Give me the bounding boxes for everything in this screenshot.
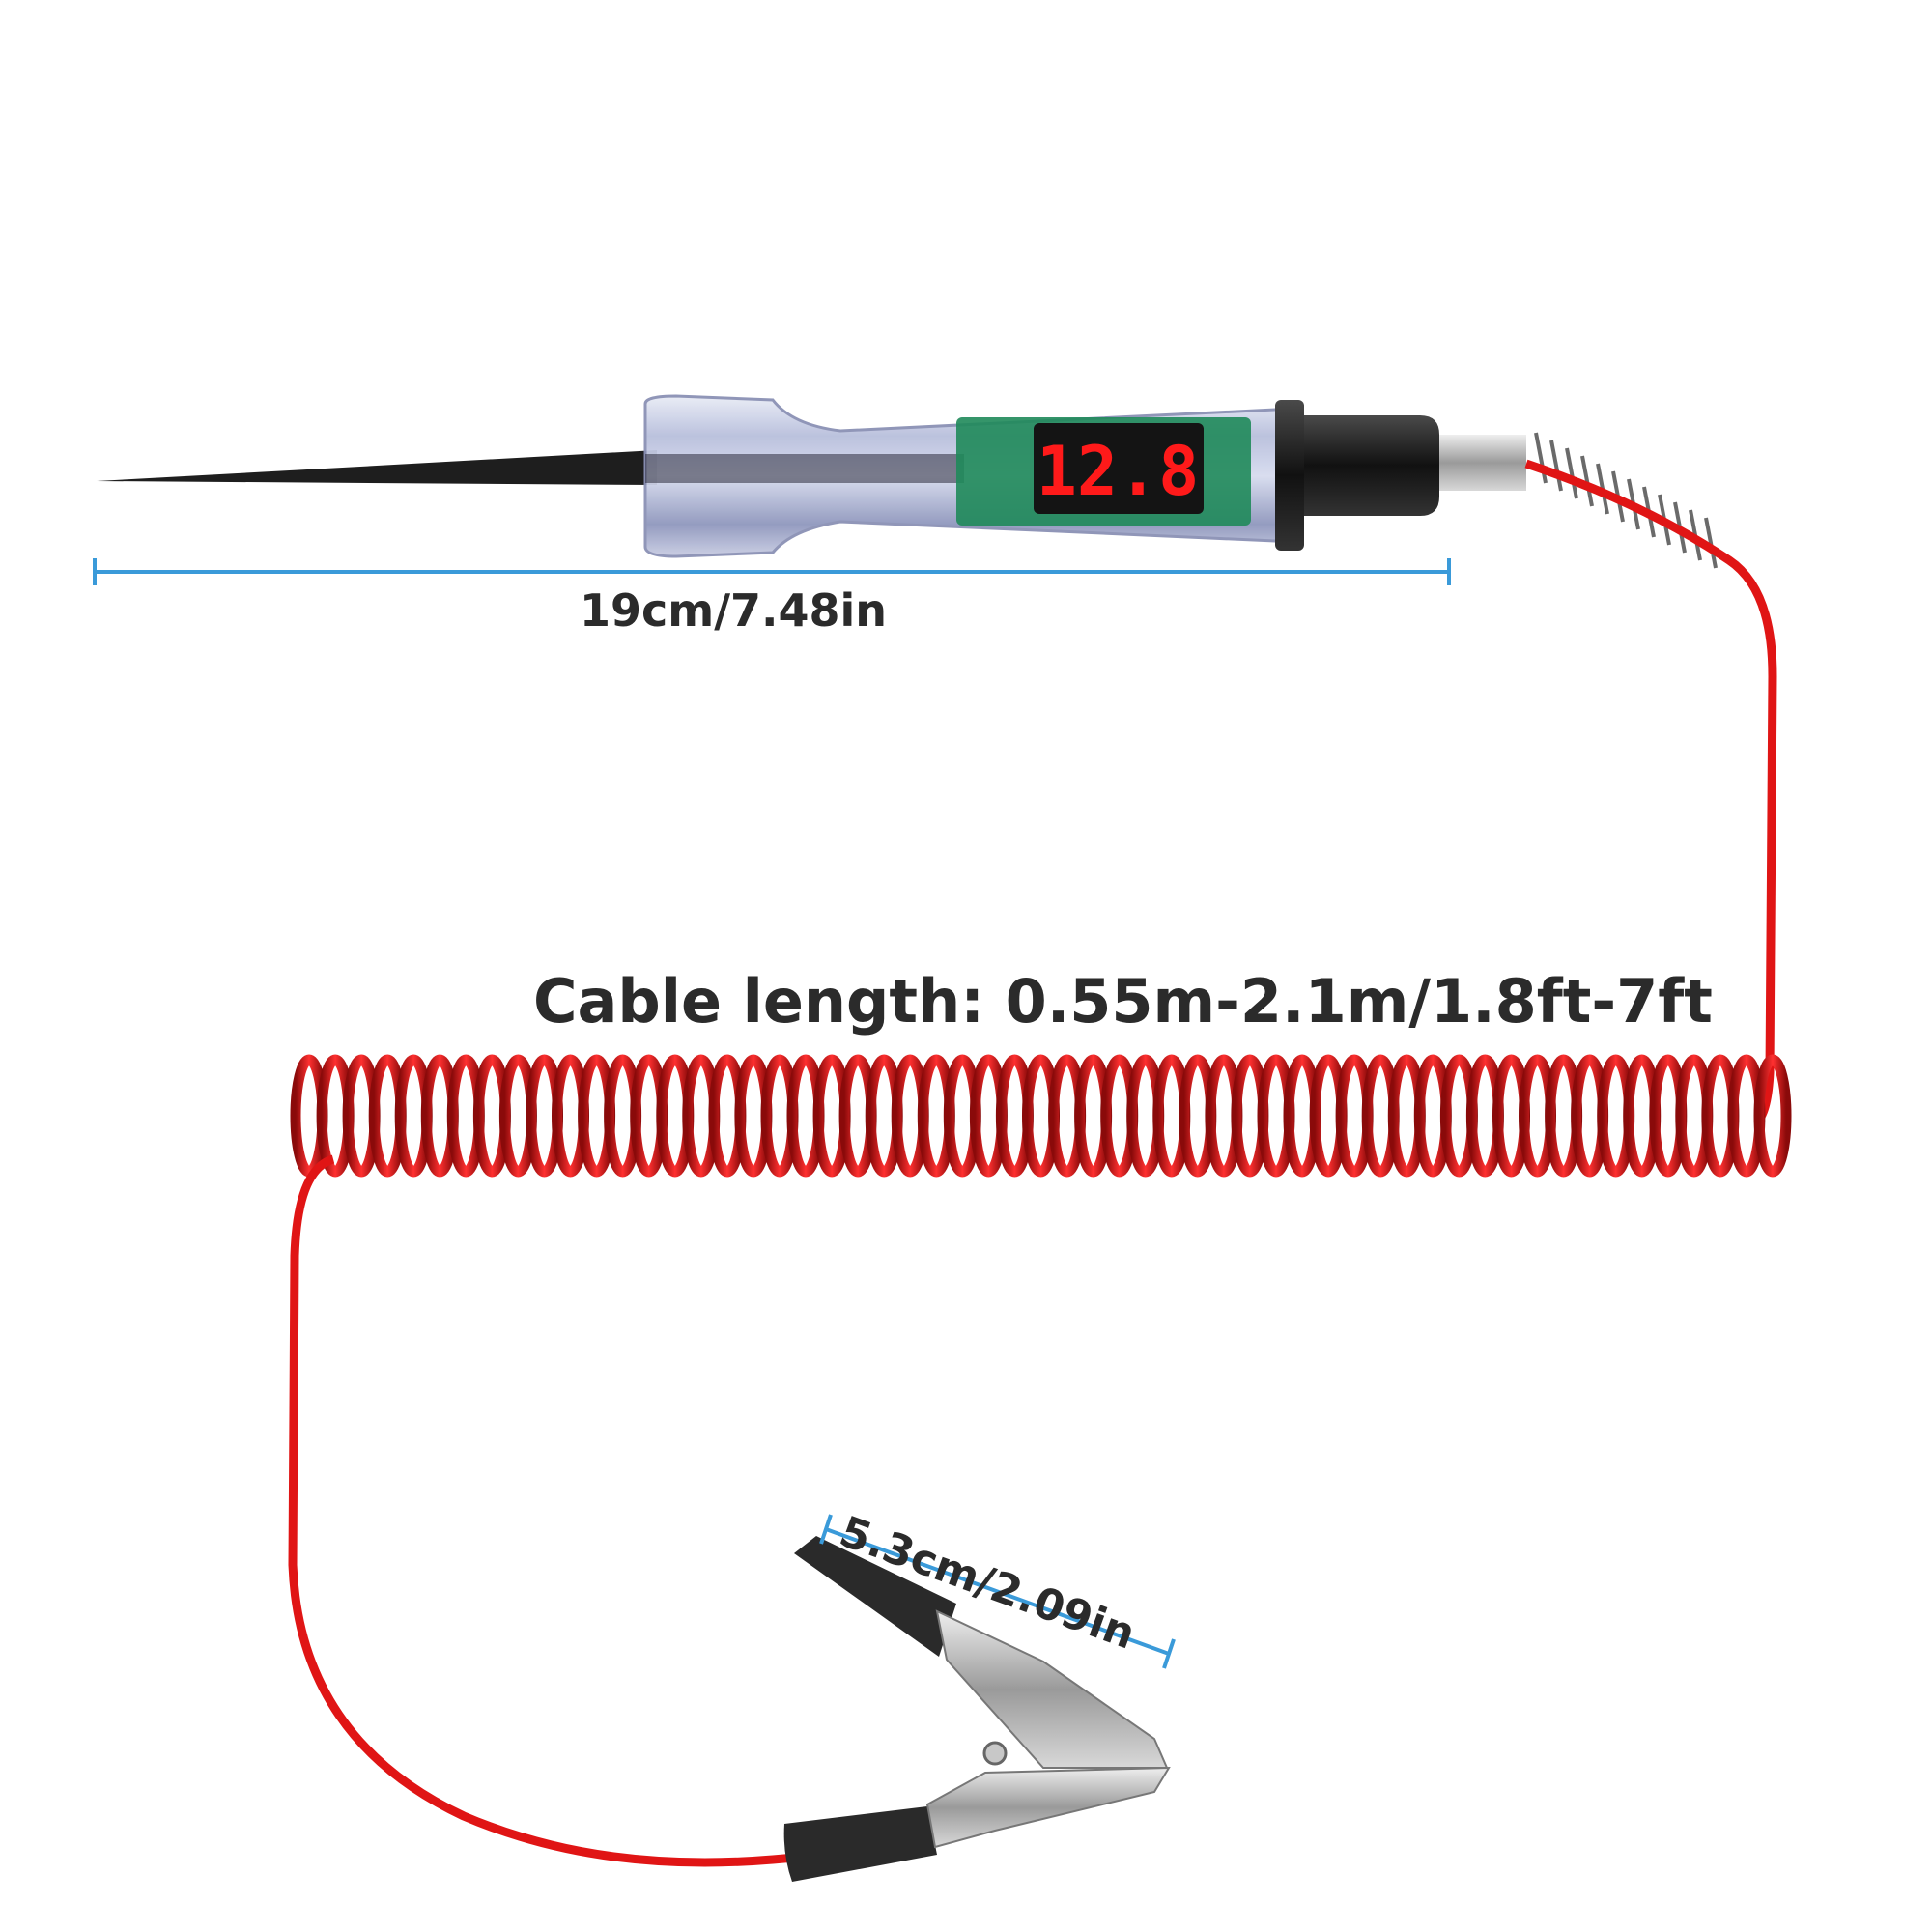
cable-lower — [288, 1154, 808, 1867]
alligator-clip-icon — [783, 1536, 1171, 1882]
spring-turn — [1565, 447, 1578, 499]
pen-length-label: 19cm/7.48in — [580, 584, 888, 637]
led-display-icon — [1034, 423, 1204, 514]
cable-length-label: Cable length: 0.55m-2.1m/1.8ft-7ft — [533, 966, 1713, 1037]
probe-pen-icon — [97, 394, 1718, 569]
spring-turn — [1704, 517, 1718, 569]
cable-upper — [1524, 459, 1777, 1124]
coil-loop — [1753, 1054, 1792, 1178]
spring-turn — [1549, 440, 1563, 492]
display-reading: 12.8 — [1037, 432, 1200, 511]
spring-turn — [1534, 432, 1548, 484]
coiled-cable-icon — [290, 1054, 1792, 1178]
pen-dimension-line — [93, 558, 1451, 585]
clip-dimension-line — [819, 1514, 1176, 1669]
spring-turn — [1580, 455, 1594, 507]
